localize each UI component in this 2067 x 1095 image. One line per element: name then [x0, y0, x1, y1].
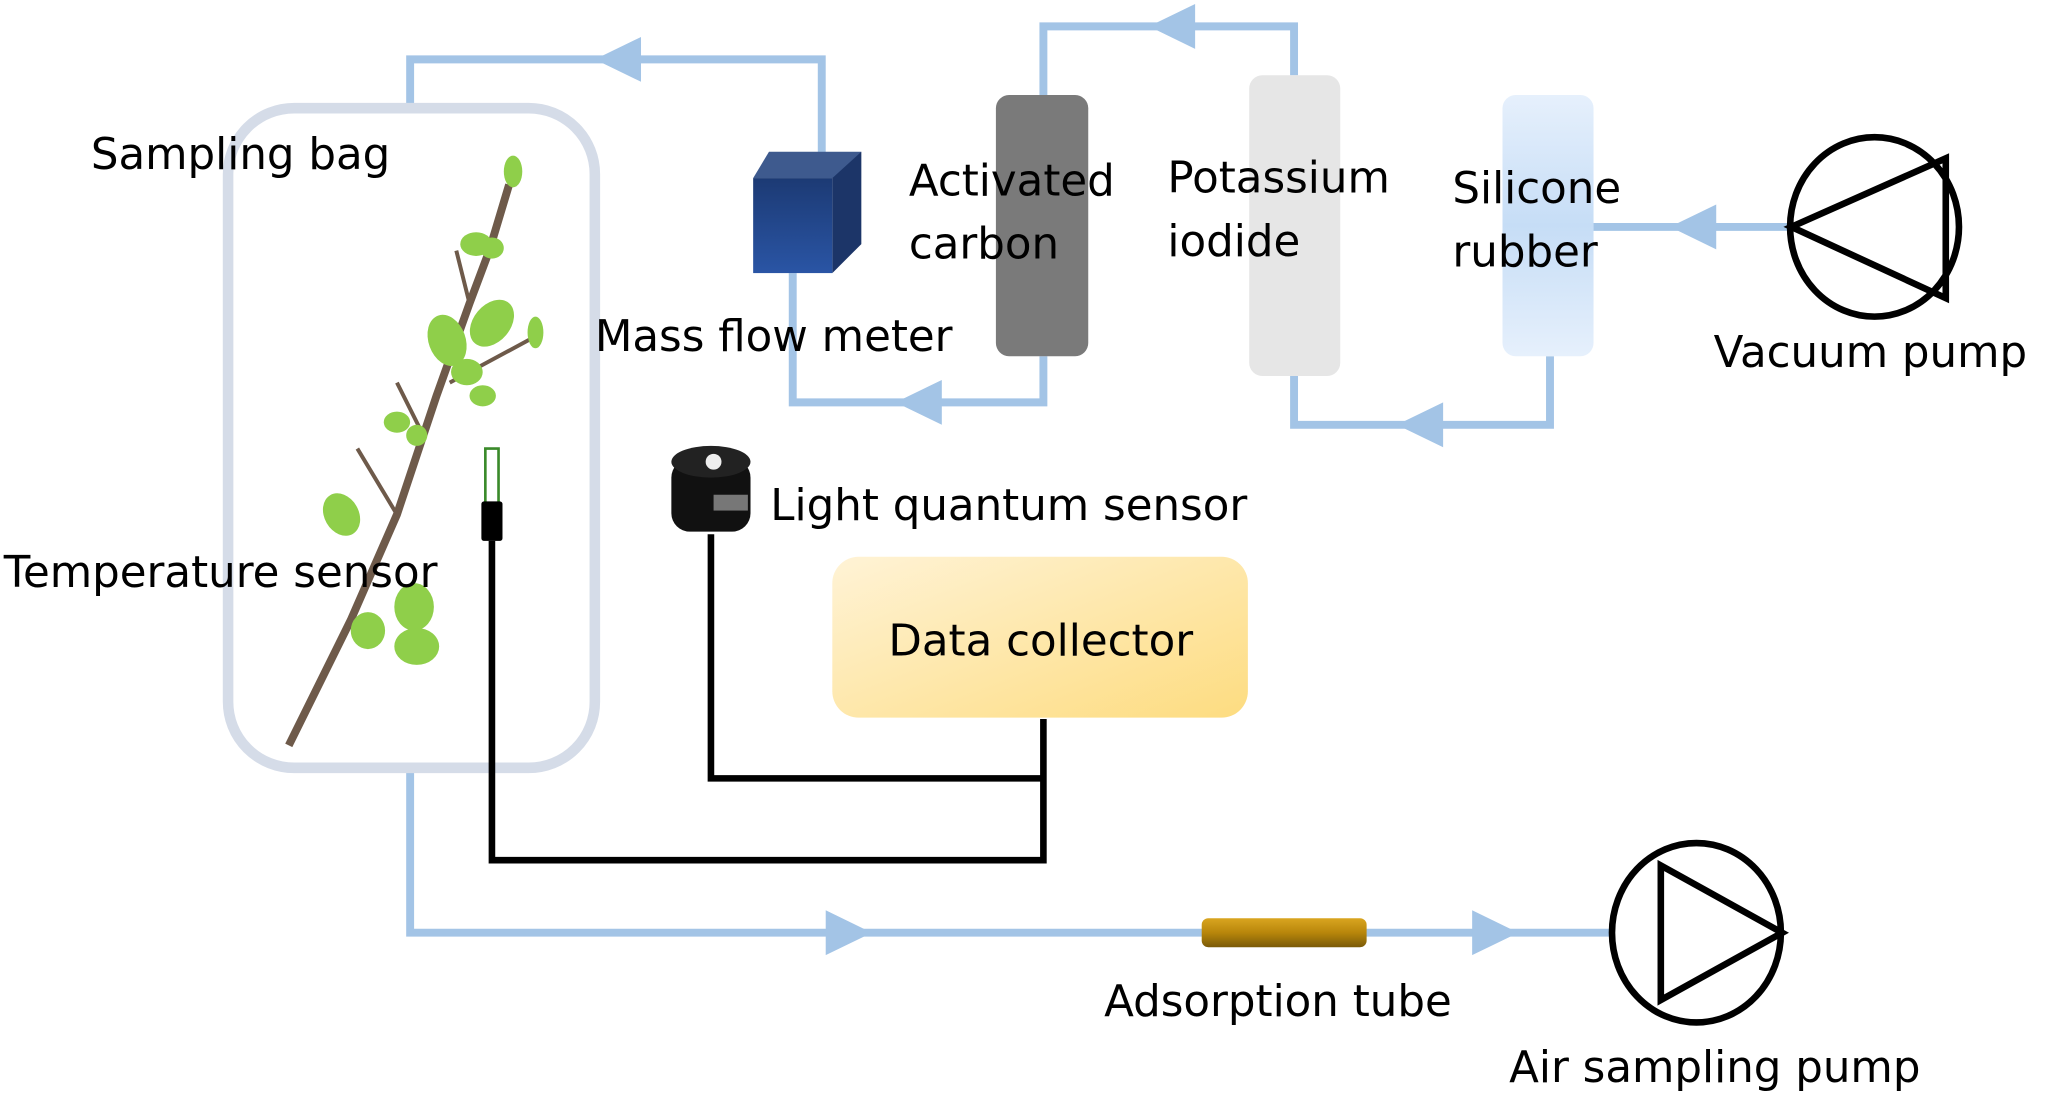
silicone-rubber-column: [1502, 94, 1594, 357]
light-sensor-wire: [707, 534, 1044, 782]
flow-arrow-icon: [1472, 910, 1519, 956]
activated-carbon-column: [995, 94, 1089, 357]
flow-arrow-icon: [1396, 402, 1444, 448]
temperature-sensor-icon: [481, 447, 503, 541]
label-sampling-bag: Sampling bag: [91, 130, 390, 180]
light-quantum-sensor-icon: [671, 445, 751, 532]
label-potassium-iodide-line2: iodide: [1167, 217, 1300, 267]
vacuum-pump-icon: [1783, 133, 1963, 320]
air-sampling-pump-icon: [1608, 839, 1789, 1026]
potassium-iodide-column: [1249, 75, 1341, 376]
data-collector-box: [832, 556, 1248, 718]
adsorption-tube: [1201, 918, 1367, 948]
flow-arrow-icon: [1148, 3, 1196, 49]
flow-arrow-icon: [895, 379, 942, 425]
label-temperature-sensor: Temperature sensor: [3, 548, 438, 598]
label-potassium-iodide-line1: Potassium: [1167, 154, 1389, 204]
flow-arrow-icon: [1670, 204, 1717, 250]
temperature-sensor-wire: [488, 540, 1047, 864]
label-mass-flow-meter: Mass flow meter: [595, 312, 953, 362]
sampling-bag: [222, 102, 601, 774]
label-data-collector: Data collector: [888, 617, 1193, 667]
label-vacuum-pump: Vacuum pump: [1714, 328, 2028, 378]
mass-flow-meter: [753, 151, 862, 274]
label-adsorption-tube: Adsorption tube: [1104, 977, 1452, 1027]
flow-arrow-icon: [594, 36, 642, 82]
label-air-sampling-pump: Air sampling pump: [1509, 1043, 1920, 1093]
label-light-quantum-sensor: Light quantum sensor: [770, 481, 1247, 531]
flow-arrow-icon: [825, 910, 872, 956]
label-activated-carbon-line2: carbon: [909, 220, 1059, 270]
label-activated-carbon-line1: Activated: [909, 156, 1115, 206]
plant-branch-icon: [285, 155, 544, 748]
label-silicone-rubber-line2: rubber: [1452, 227, 1597, 277]
label-silicone-rubber-line1: Silicone: [1452, 164, 1621, 214]
